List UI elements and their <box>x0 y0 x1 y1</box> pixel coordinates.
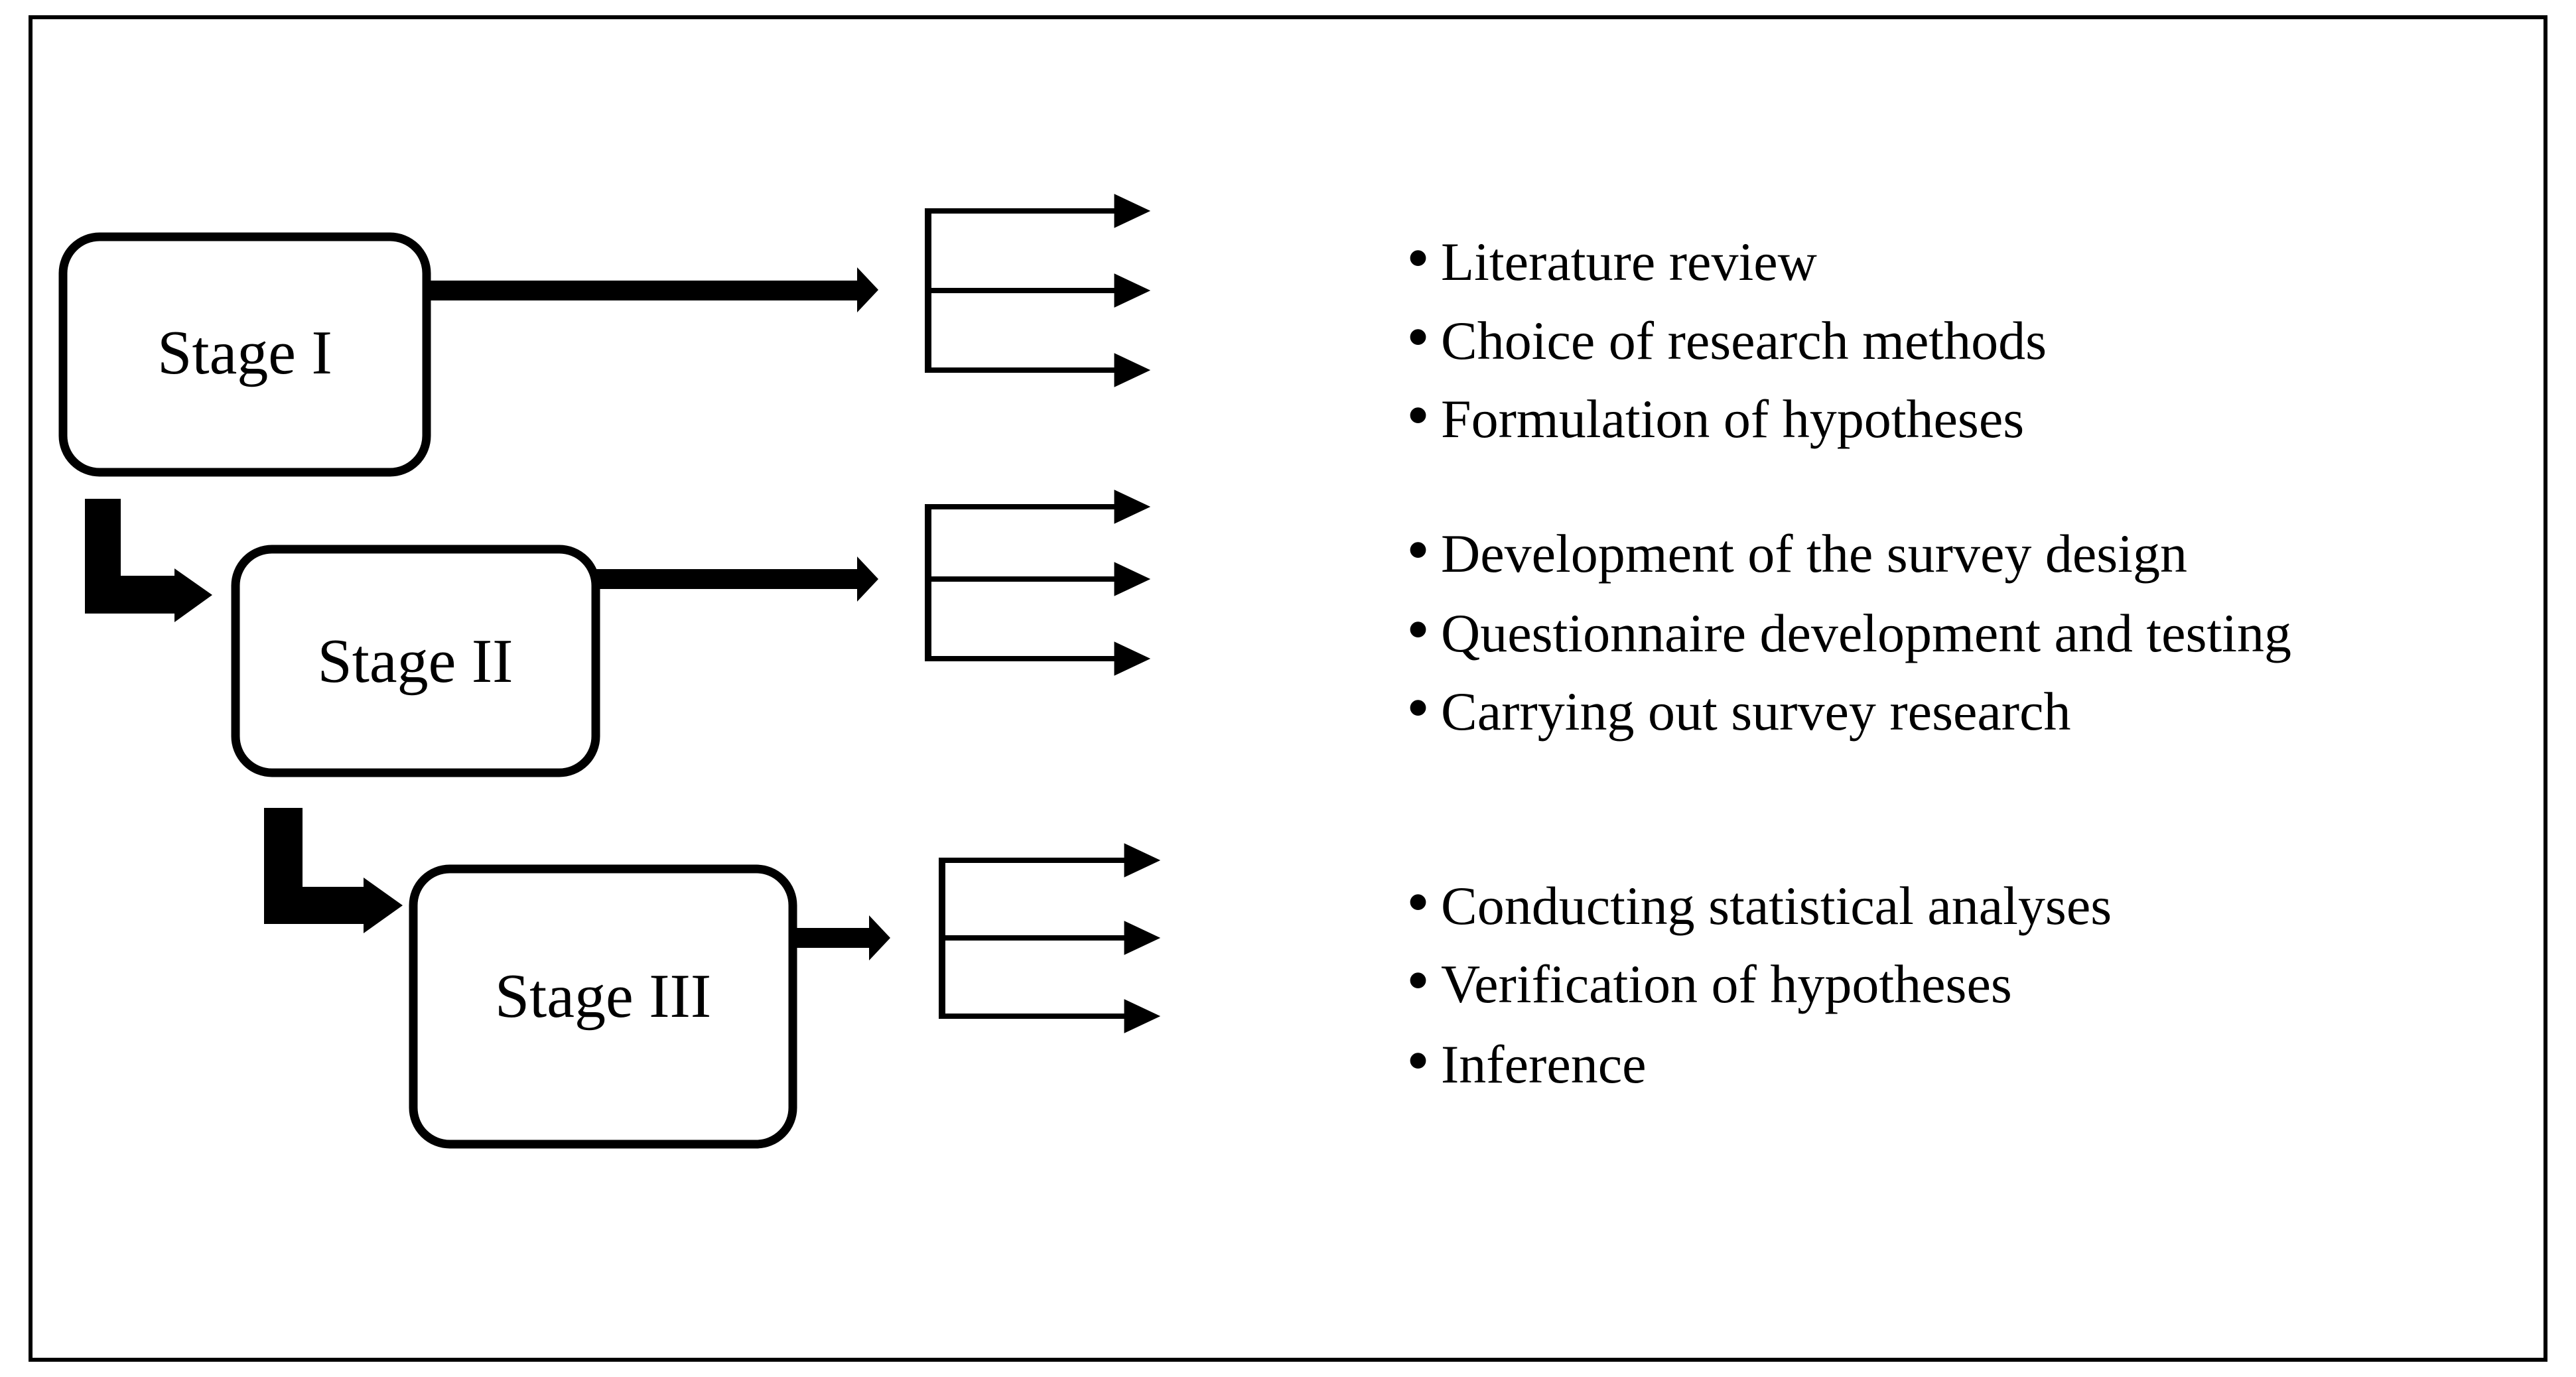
list-item: •Verification of hypotheses <box>1406 943 2012 1017</box>
bullet-icon: • <box>1406 1023 1430 1097</box>
list-item: •Conducting statistical analyses <box>1406 865 2112 939</box>
list-item: •Formulation of hypotheses <box>1406 378 2024 452</box>
list-item-label: Literature review <box>1441 231 1817 292</box>
bullet-icon: • <box>1406 592 1430 666</box>
stage-i-box <box>58 232 431 477</box>
stage-iii-label: Stage III <box>495 962 711 1031</box>
bullet-icon: • <box>1406 671 1430 744</box>
stage-iii-items-list: •Conducting statistical analyses •Verifi… <box>1406 865 2112 1097</box>
bullet-icon: • <box>1406 943 1430 1017</box>
list-item: •Inference <box>1406 1023 1647 1097</box>
stage-i-items-list: •Literature review •Choice of research m… <box>1406 221 2047 452</box>
stage-i-fork <box>925 194 1151 387</box>
stage-i-thick-arrow-head <box>857 267 878 312</box>
fork-branch-arrowhead <box>1114 562 1151 596</box>
list-item-label: Conducting statistical analyses <box>1441 876 2112 936</box>
fork-branch-arrowhead <box>1124 843 1161 878</box>
stage-iii-group: Stage III •Conducting statistical analys… <box>409 843 2112 1149</box>
list-item: •Literature review <box>1406 221 1817 295</box>
fork-branch-arrowhead <box>1114 353 1151 387</box>
fork-branch-arrowhead <box>1124 999 1161 1033</box>
stage-ii-box <box>231 545 600 777</box>
list-item: •Questionnaire development and testing <box>1406 592 2291 666</box>
stage-iii-box <box>409 864 797 1149</box>
list-item-label: Inference <box>1441 1034 1647 1094</box>
elbow-arrow-2 <box>264 808 403 933</box>
elbow-arrow-1 <box>85 499 212 622</box>
list-item-label: Questionnaire development and testing <box>1441 603 2291 663</box>
stage-iii-fork <box>939 843 1161 1033</box>
list-item: •Development of the survey design <box>1406 513 2187 586</box>
stage-ii-label: Stage II <box>318 627 513 696</box>
list-item-label: Carrying out survey research <box>1441 681 2071 742</box>
bullet-icon: • <box>1406 865 1430 939</box>
stage-ii-thick-arrow-head <box>857 557 878 602</box>
list-item-label: Choice of research methods <box>1441 310 2047 371</box>
fork-branch-arrowhead <box>1114 490 1151 524</box>
fork-branch-arrowhead <box>1114 194 1151 228</box>
list-item-label: Development of the survey design <box>1441 523 2187 584</box>
stage-ii-fork <box>925 490 1151 676</box>
stage-ii-group: Stage II •Development of the survey desi… <box>231 490 2291 777</box>
bullet-icon: • <box>1406 300 1430 373</box>
stage-i-group: Stage I •Literature review •Choice of re… <box>58 194 2047 477</box>
bullet-icon: • <box>1406 221 1430 295</box>
list-item: •Carrying out survey research <box>1406 671 2071 744</box>
bullet-icon: • <box>1406 513 1430 586</box>
bullet-icon: • <box>1406 378 1430 452</box>
fork-branch-arrowhead <box>1124 921 1161 955</box>
list-item: •Choice of research methods <box>1406 300 2047 373</box>
list-item-label: Formulation of hypotheses <box>1441 389 2024 449</box>
fork-branch-arrowhead <box>1114 641 1151 676</box>
stage-iii-thick-arrow-head <box>869 915 890 960</box>
stage-i-label: Stage I <box>157 318 332 387</box>
fork-branch-arrowhead <box>1114 273 1151 308</box>
stage-ii-items-list: •Development of the survey design •Quest… <box>1406 513 2291 744</box>
list-item-label: Verification of hypotheses <box>1441 954 2012 1014</box>
